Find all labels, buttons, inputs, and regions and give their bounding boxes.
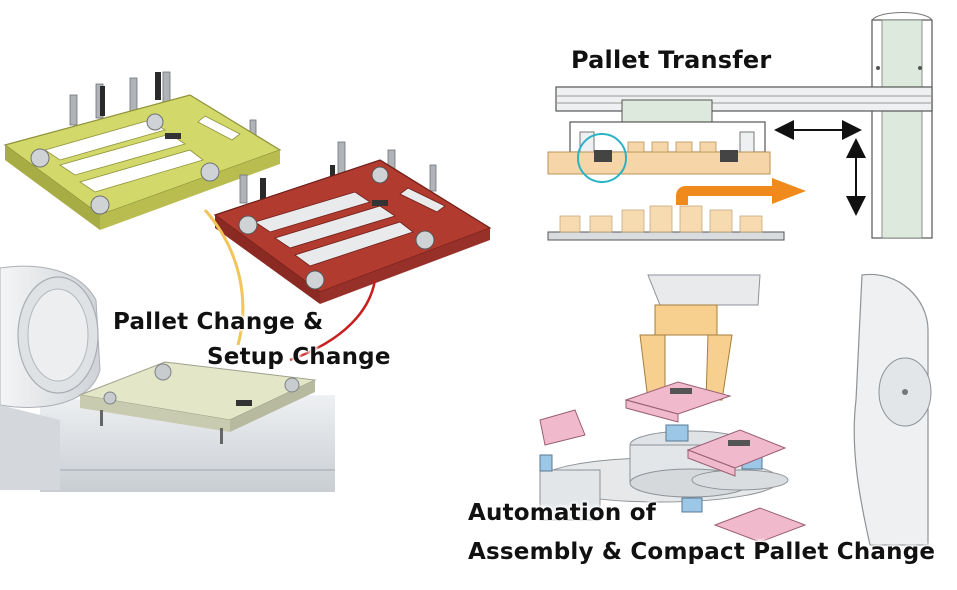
automation-label-line2: Assembly & Compact Pallet Change	[468, 539, 936, 565]
robot-arm	[0, 265, 101, 490]
machine-base	[40, 395, 335, 492]
assembly-illustration	[539, 273, 932, 546]
mounted-pallet	[78, 361, 317, 444]
highlight-circle	[577, 133, 627, 183]
left-illustration	[0, 71, 492, 492]
orange-transfer-arrow	[676, 178, 806, 205]
red-connector-curve	[289, 279, 377, 362]
pallet-transfer-title: Pallet Transfer	[571, 46, 772, 74]
pallet-change-label-line2: Setup Change	[207, 344, 391, 370]
gripper	[639, 304, 733, 401]
pallet-change-label-line1: Pallet Change &	[113, 309, 324, 335]
automation-label-line1: Automation of	[468, 500, 656, 526]
pallet-transfer-illustration	[547, 12, 933, 241]
red-pallet	[213, 141, 492, 304]
yellow-pallet	[3, 71, 282, 230]
yellow-connector-curve	[203, 209, 245, 346]
